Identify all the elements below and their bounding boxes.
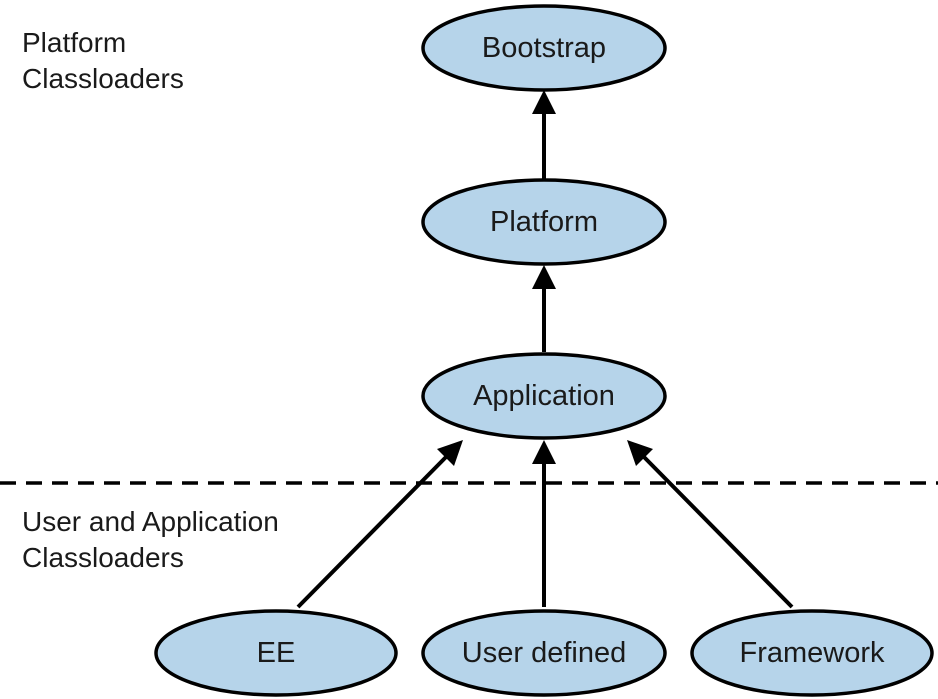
arrow-head — [437, 440, 463, 466]
arrow-head — [627, 440, 653, 466]
node-platform-label: Platform — [490, 206, 598, 238]
edge-framework-to-application — [627, 440, 794, 609]
user-section-label-line1: User and Application — [22, 506, 279, 537]
node-ee: EE — [154, 609, 398, 697]
node-application-label: Application — [473, 380, 615, 412]
user-section-label-line2: Classloaders — [22, 542, 184, 573]
arrow-head — [532, 440, 556, 464]
node-application: Application — [421, 352, 667, 440]
node-bootstrap-label: Bootstrap — [482, 32, 606, 64]
node-framework: Framework — [690, 609, 934, 697]
edge-platform-to-bootstrap — [532, 90, 556, 183]
arrow-head — [532, 265, 556, 289]
platform-section-label: Platform Classloaders — [22, 27, 184, 94]
node-user-defined: User defined — [421, 609, 667, 697]
platform-section-label-line1: Platform — [22, 27, 126, 58]
node-user-defined-label: User defined — [462, 637, 626, 669]
arrow-head — [532, 90, 556, 114]
node-ee-label: EE — [257, 637, 296, 669]
platform-section-label-line2: Classloaders — [22, 63, 184, 94]
edge-userdefined-to-application — [532, 440, 556, 607]
edge-application-to-platform — [532, 265, 556, 352]
node-bootstrap: Bootstrap — [421, 4, 667, 92]
user-section-label: User and Application Classloaders — [22, 506, 287, 573]
node-platform: Platform — [421, 178, 667, 266]
edge-ee-to-application — [296, 440, 463, 609]
node-framework-label: Framework — [739, 637, 885, 669]
